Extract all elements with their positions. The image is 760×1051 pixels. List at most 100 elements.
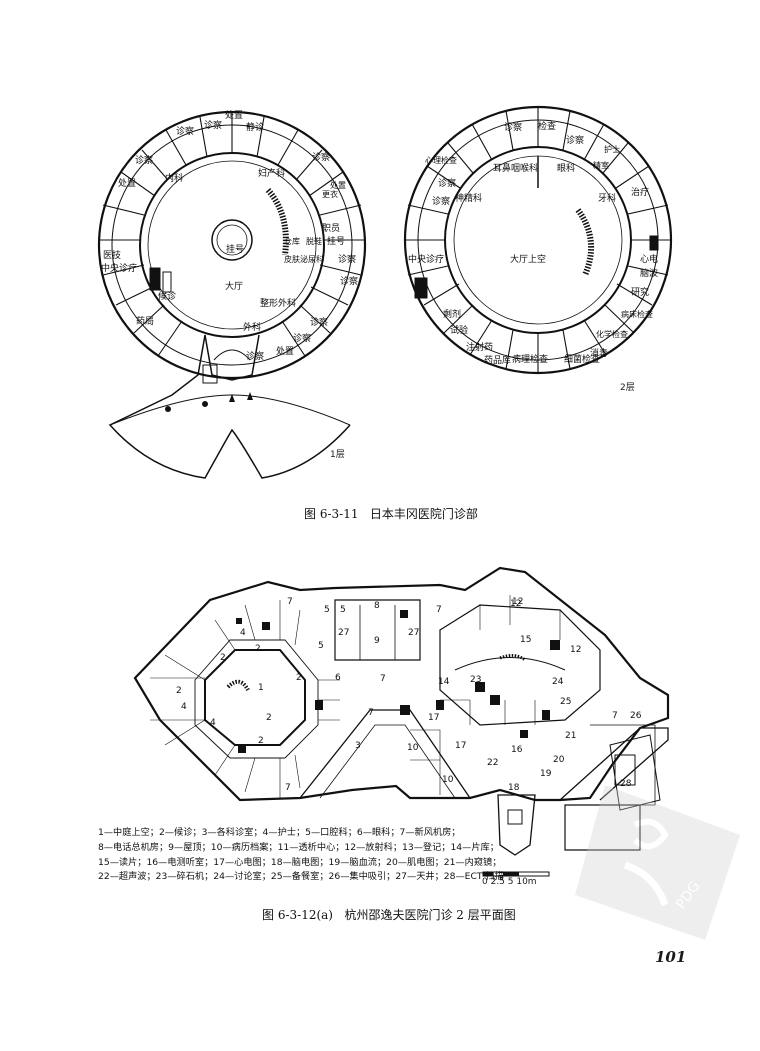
plan2-label: 治疗: [631, 186, 649, 198]
plan2-label: 大厅上空: [510, 253, 546, 265]
room-number: 18: [508, 783, 520, 793]
plan2-label: 心理检查: [425, 155, 457, 165]
room-number: 4: [240, 628, 246, 638]
plan2-label: 诊察: [432, 195, 450, 207]
room-number: 8: [374, 601, 380, 611]
plan2-label: 眼科: [557, 162, 575, 174]
plan-floor-2: [403, 105, 673, 375]
plan2-label: 中央诊疗: [408, 253, 444, 265]
plan1-label: 皮肤泌尿科: [284, 254, 324, 264]
plan2-label: 注射药: [466, 341, 493, 353]
room-number: 7: [436, 605, 442, 615]
room-number: 7: [285, 783, 291, 793]
room-number: 17: [428, 713, 439, 723]
plan1-label: 诊察: [310, 316, 328, 328]
room-number: 7: [368, 708, 374, 718]
room-number: 10: [442, 775, 454, 785]
legend-line: 8—电话总机房；9—屋顶；10—病历档案；11—透析中心；12—放射科；13—登…: [98, 841, 499, 853]
plan1-label: 诊察: [293, 332, 311, 344]
plan1-label: 大厅: [225, 280, 243, 292]
plan2-label: 神精科: [455, 192, 482, 204]
caption-text: 日本丰冈医院门诊部: [369, 507, 478, 521]
plan2-label: 研究: [631, 286, 649, 298]
room-number: 24: [552, 677, 564, 687]
legend-line: 15—读片；16—电测听室；17—心电图；18—脑电图；19—脑血流；20—肌电…: [98, 856, 502, 868]
plan1-label: 诊察: [312, 151, 330, 163]
plan2-label: 消毒: [590, 347, 608, 359]
plan2-label: 化学检查: [596, 329, 628, 339]
figure-6-3-11-plans: 诊察 处置 静诊 诊察 诊察 内科 妇产科 处置 诊察 处置 职员 挂号 仓库 …: [97, 105, 673, 479]
room-number: 7: [612, 711, 618, 721]
plan2-label: 剩剂: [443, 308, 461, 320]
plan2-label: 病理检查: [512, 353, 548, 365]
room-number: 2: [220, 653, 226, 663]
room-number: 25: [560, 697, 571, 707]
room-number: 9: [374, 636, 380, 646]
plan1-label: 更衣: [322, 189, 338, 199]
plan1-label: 诊察: [204, 119, 222, 131]
room-number: 28: [620, 779, 632, 789]
plan1-label: 妇产科: [258, 167, 285, 179]
room-number: 22: [487, 758, 498, 768]
plan-floor-1: [97, 110, 367, 479]
room-number: 15: [520, 635, 531, 645]
room-number: 16: [511, 745, 523, 755]
plan2-label: 牙科: [598, 192, 616, 204]
plan1-label: 诊察: [340, 275, 358, 287]
legend-line: 1—中庭上空；2—候诊；3—各科诊室；4—护士；5—口腔科；6—眼科；7—新风机…: [98, 827, 461, 838]
plan1-label: 挂号: [327, 235, 345, 247]
floor-1-label: 1层: [330, 450, 345, 460]
room-number: 17: [455, 741, 466, 751]
plan2-label: 药品库: [484, 354, 511, 366]
plan-floor-1-dots: [165, 392, 253, 412]
page-number: 101: [655, 948, 687, 966]
room-number: 12: [570, 645, 581, 655]
plan1-label: 外科: [243, 321, 261, 333]
plan1-label: 静诊: [246, 121, 264, 133]
plan1-label: 处置: [118, 177, 136, 189]
scale-bar: [482, 871, 550, 877]
plan1-label: 药局: [136, 316, 154, 327]
plan2-label: 耳鼻咽喉科: [493, 162, 538, 174]
room-number: 3: [355, 741, 361, 751]
room-number: 4: [181, 702, 187, 712]
room-number: 2: [296, 673, 302, 683]
plan2-label: 诊察: [566, 134, 584, 146]
plan1-label: 中央诊疗: [101, 262, 137, 274]
figure-caption-2: 图 6-3-12(a) 杭州邵逸夫医院门诊 2 层平面图: [262, 906, 516, 923]
room-number: 2: [266, 713, 272, 723]
room-number: 27: [408, 628, 419, 638]
room-number: 21: [565, 731, 576, 741]
plan2-label: 护士: [604, 144, 620, 154]
plan1-label: 挂号: [226, 243, 244, 255]
room-number: 7: [287, 597, 293, 607]
figure-caption-1: 图 6-3-11 日本丰冈医院门诊部: [304, 505, 478, 522]
plan1-label: 整形外科: [260, 297, 296, 309]
room-number: 4: [210, 718, 216, 728]
caption-number: 图 6-3-12(a): [262, 908, 333, 922]
plan1-label: 职员: [322, 223, 340, 234]
plan2-label: 心电: [640, 253, 658, 265]
caption-number: 图 6-3-11: [304, 507, 359, 521]
room-number: 12: [510, 599, 521, 609]
room-number: 2: [255, 644, 261, 654]
plan-floor-1-labels: 诊察 处置 静诊 诊察 诊察 内科 妇产科 处置 诊察 处置 职员 挂号 仓库 …: [101, 109, 358, 362]
plan2-label: 检查: [538, 120, 556, 132]
room-number: 27: [338, 628, 349, 638]
legend-line: 22—超声波；23—碎石机；24—讨论室；25—备餐室；26—集中吸引；27—天…: [98, 871, 504, 883]
plan-legend: 1—中庭上空；2—候诊；3—各科诊室；4—护士；5—口腔科；6—眼科；7—新风机…: [98, 826, 504, 885]
room-number: 10: [407, 743, 419, 753]
room-number: 7: [380, 674, 386, 684]
plan1-label: 处置: [330, 180, 346, 190]
plan2-label: 诊察: [438, 177, 456, 189]
floor-2-label: 2层: [620, 383, 635, 393]
scale-label: 0 2.5 5 10m: [482, 877, 537, 887]
room-number: 1: [258, 683, 264, 693]
room-number: 5: [324, 605, 330, 615]
figure-6-3-12a-plan: 7 5 5 8 27 27 9 7 12 4 2 2 5 2 4 2 1 6 7…: [133, 566, 670, 856]
plan3-room-numbers: 7 5 5 8 27 27 9 7 12 4 2 2 5 2 4 2 1 6 7…: [176, 597, 642, 793]
plan2-label: 诊察: [504, 121, 522, 133]
plan2-label: 病床检查: [621, 309, 653, 319]
plan2-label: 精室: [593, 160, 609, 170]
